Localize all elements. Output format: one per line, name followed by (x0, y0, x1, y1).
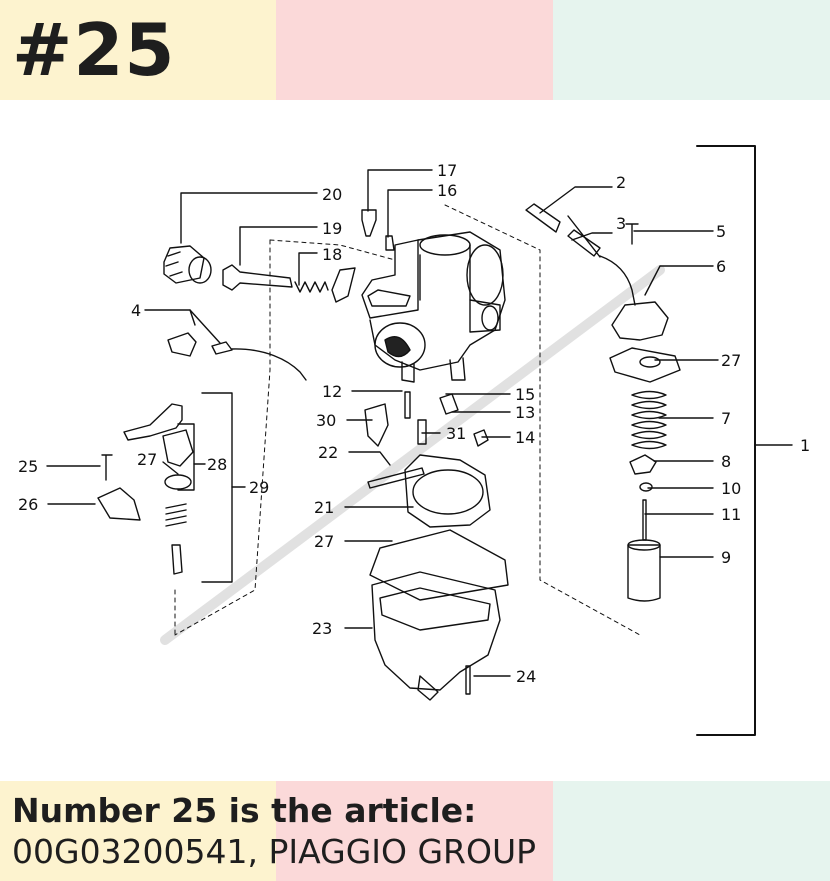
callout-12: 12 (322, 382, 342, 401)
watermark-logo (160, 265, 665, 645)
callout-6: 6 (716, 257, 726, 276)
callout-17: 17 (437, 161, 457, 180)
callout-25: 25 (18, 457, 38, 476)
callout-23: 23 (312, 619, 332, 638)
callout-21: 21 (314, 498, 334, 517)
page-title: #25 (12, 8, 176, 92)
callout-18: 18 (322, 245, 342, 264)
carburetor-drawing: 17 16 20 19 18 4 2 3 5 6 27 7 1 8 10 11 … (18, 145, 810, 736)
callout-13: 13 (515, 403, 535, 422)
callout-24: 24 (516, 667, 536, 686)
callout-15: 15 (515, 385, 535, 404)
callout-22: 22 (318, 443, 338, 462)
caption-band-pink (276, 781, 553, 881)
callout-28: 28 (207, 455, 227, 474)
callout-27-bowl: 27 (314, 532, 334, 551)
caption-band-green (553, 781, 830, 881)
callout-27-top: 27 (721, 351, 741, 370)
callout-11: 11 (721, 505, 741, 524)
callout-labels: 17 16 20 19 18 4 2 3 5 6 27 7 1 8 10 11 … (18, 161, 810, 686)
article-code: 00G03200541, PIAGGIO GROUP (12, 832, 537, 871)
callout-20: 20 (322, 185, 342, 204)
callout-10: 10 (721, 479, 741, 498)
callout-8: 8 (721, 452, 731, 471)
caption-band-yellow (0, 781, 276, 881)
header-band (0, 0, 830, 100)
callout-30: 30 (316, 411, 336, 430)
caption-headline: Number 25 is the article: (12, 791, 477, 830)
exploded-parts-diagram: 17 16 20 19 18 4 2 3 5 6 27 7 1 8 10 11 … (0, 100, 830, 781)
caption-band (0, 781, 830, 881)
callout-27-left: 27 (137, 450, 157, 469)
callout-16: 16 (437, 181, 457, 200)
callout-5: 5 (716, 222, 726, 241)
callout-29: 29 (249, 478, 269, 497)
callout-2: 2 (616, 173, 626, 192)
header-band-yellow (0, 0, 276, 100)
callout-3: 3 (616, 214, 626, 233)
callout-26: 26 (18, 495, 38, 514)
header-band-green (553, 0, 830, 100)
callout-4: 4 (131, 301, 141, 320)
callout-7: 7 (721, 409, 731, 428)
callout-31: 31 (446, 424, 466, 443)
header-band-pink (276, 0, 553, 100)
callout-19: 19 (322, 219, 342, 238)
callout-1: 1 (800, 436, 810, 455)
callout-14: 14 (515, 428, 535, 447)
callout-9: 9 (721, 548, 731, 567)
